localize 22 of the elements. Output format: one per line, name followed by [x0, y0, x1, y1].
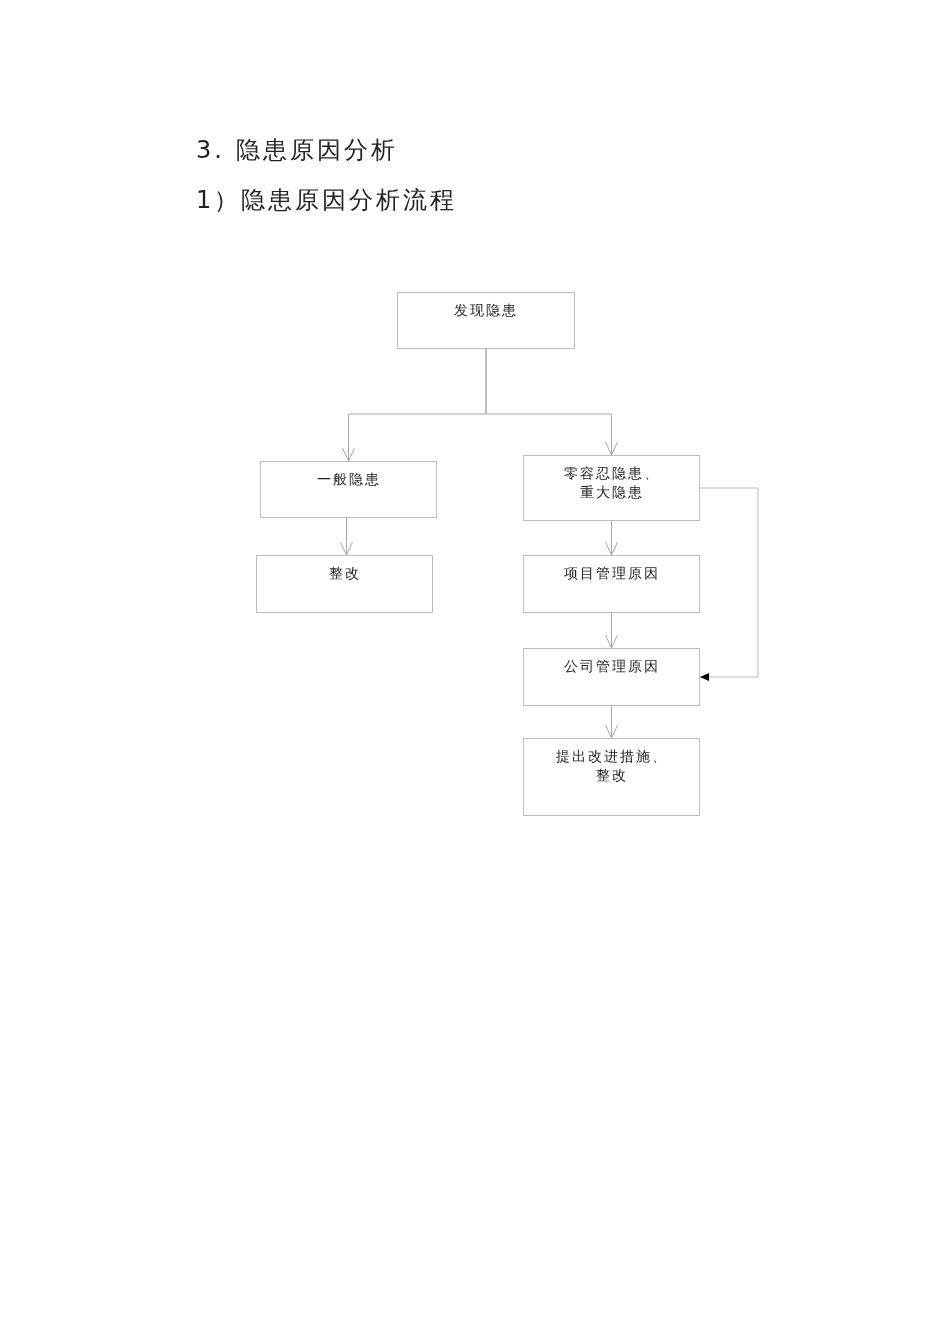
arrow — [340, 517, 353, 556]
arrow — [605, 705, 618, 739]
process-box — [256, 555, 433, 613]
heading: 1）隐患原因分析流程 — [196, 185, 458, 216]
process-box — [523, 738, 700, 816]
box-label: 项目管理原因 — [563, 564, 660, 583]
heading: 3. 隐患原因分析 — [196, 135, 398, 166]
box-label: 一般隐患 — [316, 470, 381, 489]
arrow — [605, 520, 618, 556]
box-label: 发现隐患 — [454, 301, 518, 320]
arrow — [699, 487, 759, 681]
process-box — [523, 648, 700, 706]
arrow — [605, 612, 618, 649]
process-box — [523, 455, 700, 521]
process-box — [397, 292, 575, 349]
box-label: 提出改进措施、整改 — [554, 747, 669, 785]
process-box — [523, 555, 700, 613]
box-label: 零容忍隐患、重大隐患 — [562, 464, 661, 502]
box-label: 公司管理原因 — [563, 657, 660, 676]
arrow — [485, 348, 618, 456]
box-label: 整改 — [328, 564, 361, 583]
process-box — [260, 461, 437, 518]
